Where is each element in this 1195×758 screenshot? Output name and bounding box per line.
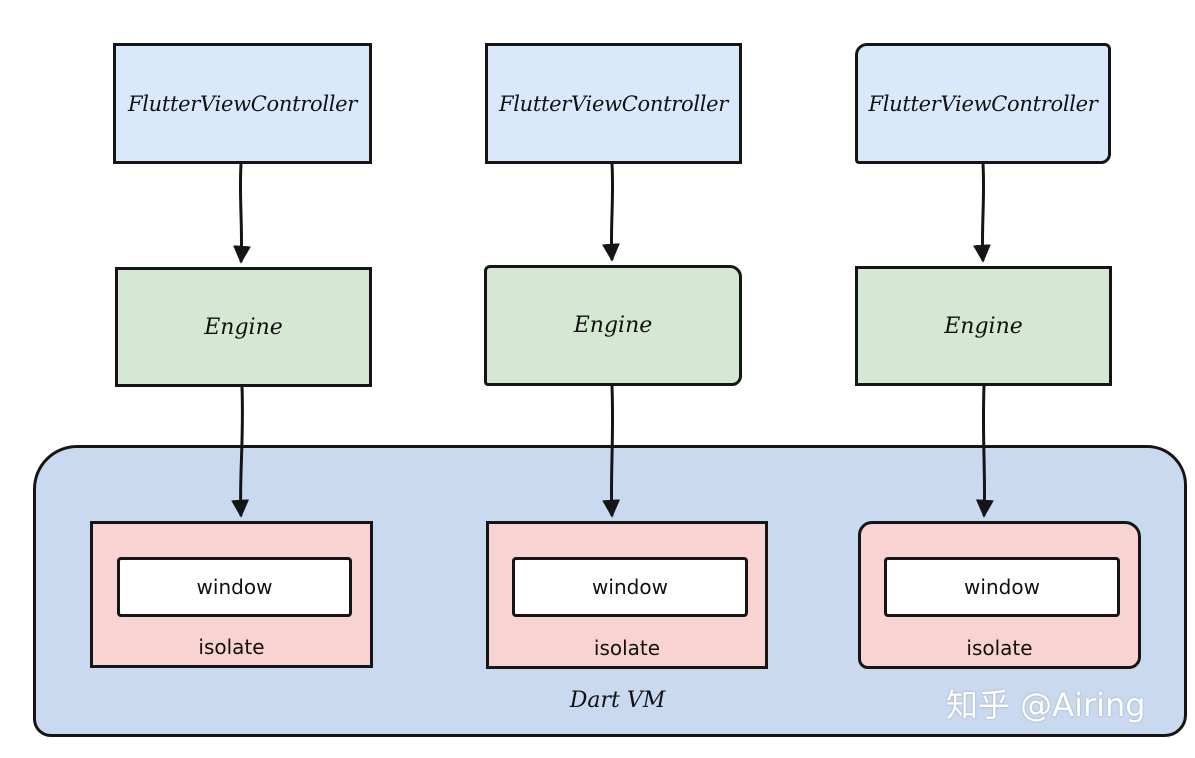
window-1: window — [117, 557, 352, 617]
engine-1-label: Engine — [204, 314, 283, 340]
engine-1: Engine — [115, 267, 372, 387]
window-2: window — [512, 557, 748, 617]
engine-3: Engine — [855, 266, 1112, 386]
flutter-view-controller-2: FlutterViewController — [485, 43, 742, 164]
watermark: 知乎 @Airing — [946, 686, 1146, 724]
isolate-3: window isolate — [858, 521, 1141, 669]
flutter-view-controller-1-label: FlutterViewController — [127, 91, 358, 116]
isolate-1: window isolate — [90, 521, 373, 668]
window-3: window — [884, 557, 1120, 617]
arrow-controller-2-to-engine-2 — [601, 163, 620, 262]
flutter-view-controller-3: FlutterViewController — [855, 43, 1111, 164]
engine-3-label: Engine — [944, 313, 1023, 339]
window-3-label: window — [964, 575, 1040, 599]
flutter-view-controller-2-label: FlutterViewController — [498, 91, 729, 116]
engine-2: Engine — [484, 265, 742, 386]
flutter-view-controller-3-label: FlutterViewController — [868, 91, 1098, 116]
flutter-view-controller-1: FlutterViewController — [113, 43, 372, 164]
engine-2-label: Engine — [573, 313, 653, 338]
isolate-1-label: isolate — [198, 635, 265, 659]
isolate-3-label: isolate — [966, 636, 1033, 660]
isolate-2-label: isolate — [593, 636, 661, 660]
dart-vm-label: Dart VM — [569, 688, 666, 713]
window-1-label: window — [196, 575, 273, 599]
arrow-controller-3-to-engine-3 — [972, 163, 991, 263]
window-2-label: window — [592, 575, 668, 599]
isolate-2: window isolate — [486, 521, 768, 669]
arrow-controller-1-to-engine-1 — [233, 163, 251, 264]
